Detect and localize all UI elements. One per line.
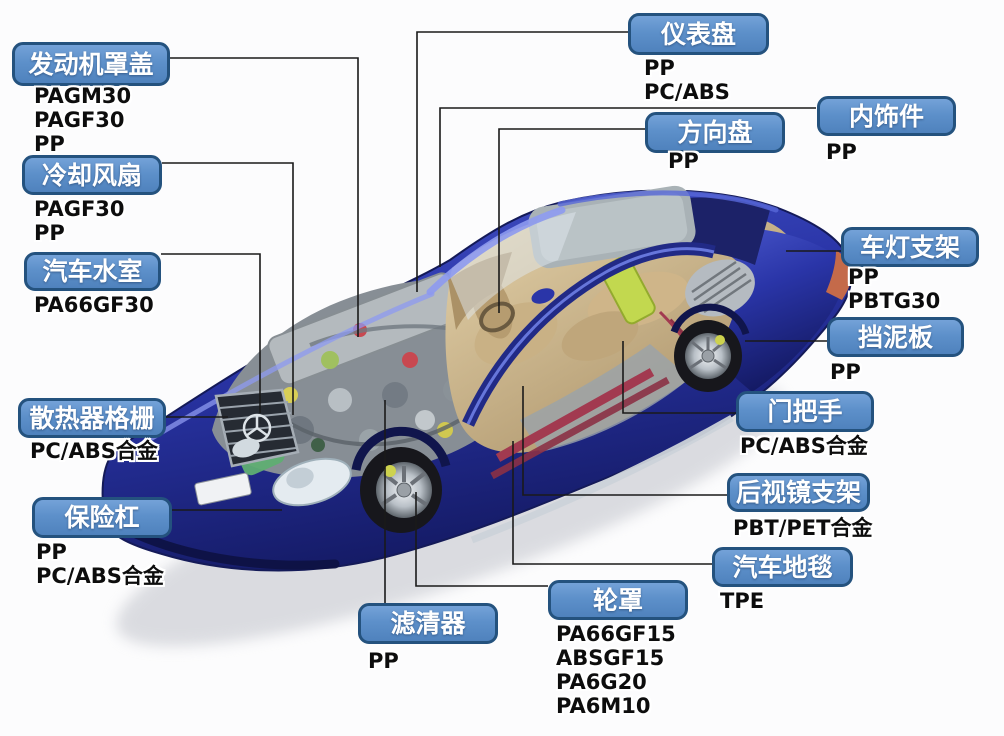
leader-dashboard [416, 31, 628, 292]
materials-rearview-mirror-bracket: PBT/PET合金 [733, 516, 873, 540]
label-steering-wheel: 方向盘 [645, 112, 785, 153]
materials-lamp-bracket: PP PBTG30 [848, 265, 941, 313]
materials-radiator-tank: PA66GF30 [34, 293, 154, 317]
label-car-carpet: 汽车地毯 [712, 547, 853, 587]
leader-interior-trim [439, 107, 816, 267]
headlight [272, 457, 352, 507]
leader-wheel-cover [415, 492, 548, 587]
front-wheel [351, 426, 451, 533]
label-dashboard: 仪表盘 [628, 13, 769, 55]
materials-wheel-cover: PA66GF15 ABSGF15 PA6G20 PA6M10 [556, 622, 676, 718]
leader-car-carpet [512, 441, 712, 565]
label-fender: 挡泥板 [827, 317, 964, 357]
car-illustration [101, 185, 853, 647]
label-door-handle: 门把手 [736, 391, 874, 432]
materials-radiator-grille: PC/ABS合金 [30, 439, 158, 463]
label-engine-hood-cover: 发动机罩盖 [12, 42, 170, 86]
label-title: 散热器格栅 [29, 403, 155, 433]
materials-fender: PP [830, 360, 861, 384]
materials-engine-hood-cover: PAGM30 PAGF30 PP [34, 84, 132, 156]
label-title: 车灯支架 [859, 232, 960, 262]
label-title: 汽车水室 [42, 257, 143, 286]
leader-cooling-fan [162, 162, 294, 415]
label-interior-trim: 内饰件 [817, 96, 956, 136]
windshield [448, 212, 576, 320]
label-title: 发动机罩盖 [28, 49, 154, 79]
label-title: 冷却风扇 [41, 160, 142, 190]
label-rearview-mirror-bracket: 后视镜支架 [727, 473, 870, 512]
label-title: 轮罩 [592, 585, 643, 615]
rocker-sill [470, 414, 734, 544]
label-title: 方向盘 [677, 118, 753, 147]
label-bumper: 保险杠 [32, 497, 172, 538]
materials-door-handle: PC/ABS合金 [740, 434, 868, 458]
leader-door-handle [622, 341, 736, 414]
label-title: 仪表盘 [660, 19, 736, 49]
label-title: 汽车地毯 [732, 552, 833, 582]
materials-dashboard: PP PC/ABS [644, 56, 730, 104]
materials-steering-wheel: PP [668, 149, 699, 173]
materials-bumper: PP PC/ABS合金 [36, 540, 164, 588]
leader-rearview-mirror-bracket [522, 386, 727, 496]
leader-lines [161, 31, 842, 603]
steering-wheel-shape [479, 301, 515, 333]
label-filter: 滤清器 [358, 603, 498, 644]
label-radiator-grille: 散热器格栅 [18, 398, 166, 438]
materials-filter: PP [368, 649, 399, 673]
side-mirror [531, 288, 555, 304]
leader-engine-hood-cover [162, 57, 359, 337]
license-plate [194, 472, 252, 506]
hood-highlight [149, 291, 435, 441]
label-wheel-cover: 轮罩 [548, 580, 688, 620]
materials-cooling-fan: PAGF30 PP [34, 197, 125, 245]
materials-car-carpet: TPE [720, 589, 765, 613]
label-title: 门把手 [767, 397, 843, 426]
label-title: 滤清器 [390, 609, 466, 638]
a-pillar [426, 206, 566, 296]
label-radiator-tank: 汽车水室 [24, 252, 161, 291]
label-title: 内饰件 [848, 101, 924, 131]
rear-wheel [670, 303, 750, 392]
leader-steering-wheel [498, 128, 645, 313]
label-cooling-fan: 冷却风扇 [22, 155, 162, 195]
materials-interior-trim: PP [826, 140, 857, 164]
leader-radiator-tank [161, 253, 261, 413]
label-lamp-bracket: 车灯支架 [841, 227, 979, 267]
label-title: 后视镜支架 [735, 478, 861, 507]
front-grille [214, 388, 300, 468]
label-title: 挡泥板 [857, 322, 933, 352]
label-title: 保险杠 [64, 503, 140, 532]
